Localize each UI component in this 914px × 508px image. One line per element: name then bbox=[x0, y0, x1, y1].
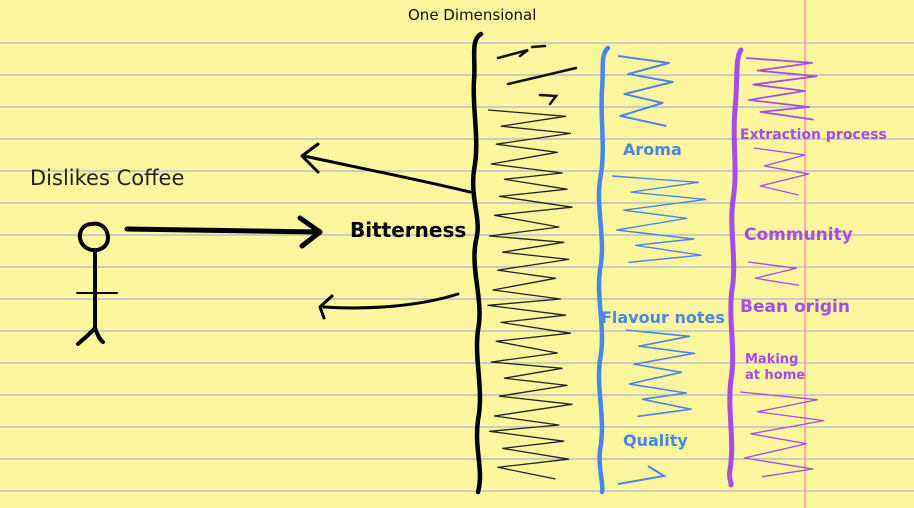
black-scribble bbox=[487, 109, 573, 480]
ruled-lines bbox=[0, 42, 914, 492]
black-wall-bracket bbox=[470, 31, 484, 495]
purple-scribble-top bbox=[745, 57, 818, 121]
arrow-to-bitterness bbox=[124, 215, 323, 249]
purple-scribble-bottom bbox=[739, 391, 825, 478]
purple-scribble-community bbox=[753, 147, 810, 196]
label-making-at-home: Making at home bbox=[745, 352, 806, 383]
purple-bracket bbox=[726, 47, 744, 488]
arrow-upper-reflect bbox=[300, 142, 472, 194]
label-aroma: Aroma bbox=[623, 140, 682, 159]
label-community: Community bbox=[744, 225, 853, 245]
blue-bracket bbox=[596, 45, 611, 495]
blue-scribble-end bbox=[617, 465, 667, 485]
blue-scribble-aroma bbox=[617, 55, 674, 127]
blue-scribble-flavour bbox=[611, 175, 707, 264]
purple-scribble-origin bbox=[747, 261, 800, 287]
arrow-lower-reflect bbox=[318, 292, 460, 320]
bitterness-label: Bitterness bbox=[350, 218, 467, 242]
person-label: Dislikes Coffee bbox=[30, 166, 185, 190]
label-flavour-notes: Flavour notes bbox=[601, 308, 725, 327]
blue-scribble-quality bbox=[625, 329, 696, 418]
diagram-title: One Dimensional bbox=[408, 6, 537, 24]
label-bean-origin: Bean origin bbox=[740, 297, 850, 317]
black-scribble-top-marks bbox=[496, 44, 578, 106]
label-extraction-process: Extraction process bbox=[740, 127, 887, 143]
stick-figure-icon bbox=[76, 221, 118, 346]
label-quality: Quality bbox=[623, 431, 688, 450]
